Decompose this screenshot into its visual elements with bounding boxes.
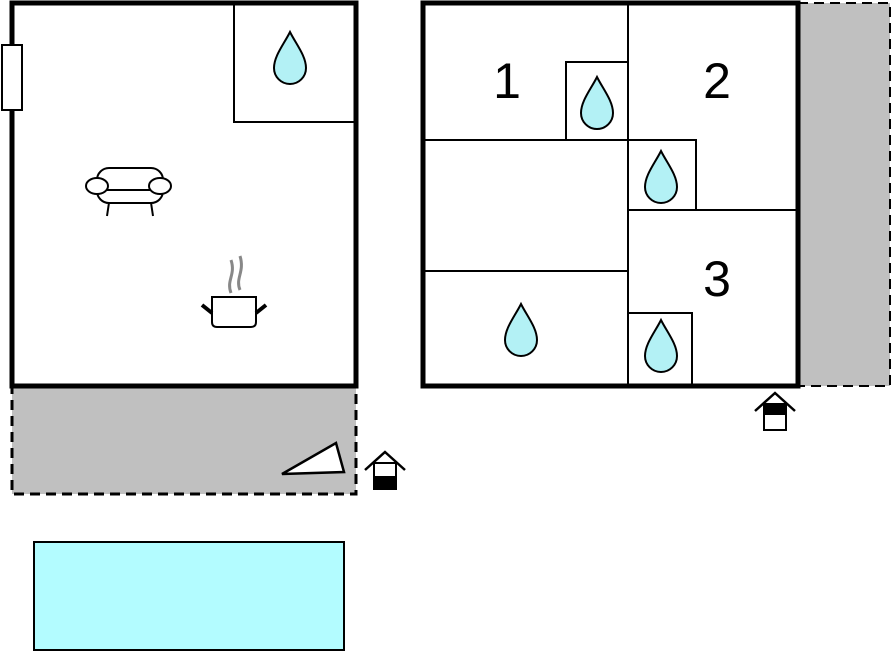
entrance-icon [363, 450, 407, 491]
bathroom-left [233, 2, 357, 123]
pool [33, 541, 345, 651]
room-label-2: 2 [703, 53, 731, 109]
terrace-right [797, 2, 891, 387]
cooking-pot-icon [200, 255, 268, 328]
terrace-left [10, 384, 358, 496]
sofa-icon [85, 167, 172, 217]
window-icon [1, 44, 23, 111]
bedroom-building [420, 0, 801, 389]
interior-walls [423, 3, 798, 387]
room-label-1: 1 [493, 53, 521, 109]
sun-lounger-icon [281, 441, 346, 476]
entrance-icon [753, 391, 797, 432]
room-label-3: 3 [703, 251, 731, 307]
